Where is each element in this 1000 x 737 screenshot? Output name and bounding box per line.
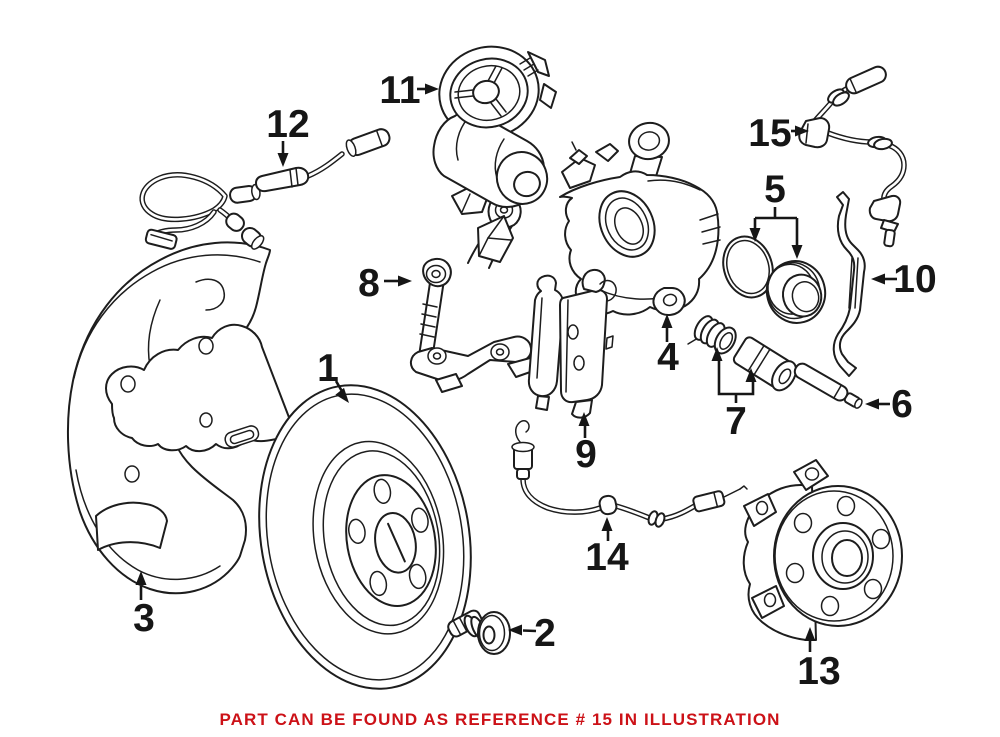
caliper-bracket-drawing [410, 185, 537, 393]
callout-label-5: 5 [764, 168, 786, 211]
callout-label-4: 4 [657, 336, 679, 379]
callout-label-9: 9 [575, 433, 597, 476]
callout-labels: 1 2 3 4 5 6 7 8 9 10 11 12 13 14 15 [133, 69, 937, 693]
reference-caption: PART CAN BE FOUND AS REFERENCE # 15 IN I… [219, 710, 780, 729]
parking-brake-actuator-drawing [432, 45, 557, 208]
wheel-hub-drawing [742, 459, 903, 641]
set-screw-drawing [447, 609, 511, 655]
callout-arrows [135, 83, 897, 652]
callout-label-10: 10 [893, 258, 936, 301]
parking-brake-cable-drawing [511, 420, 748, 528]
pad-wear-sensor-drawing [139, 128, 391, 250]
callout-label-1: 1 [317, 347, 339, 390]
brake-pads-drawing [527, 268, 617, 419]
callout-label-13: 13 [797, 650, 840, 693]
guide-bushings-drawing [687, 315, 798, 392]
callout-label-15: 15 [748, 112, 791, 155]
brake-disc-drawing [258, 384, 472, 690]
callout-label-2: 2 [534, 612, 556, 655]
callout-label-3: 3 [133, 597, 155, 640]
callout-label-12: 12 [266, 103, 309, 146]
piston-seal-kit-drawing [722, 235, 827, 324]
callout-label-14: 14 [585, 536, 629, 579]
guide-pin-drawing [793, 362, 863, 409]
callout-label-8: 8 [358, 262, 380, 305]
retaining-spring-drawing [832, 191, 866, 377]
callout-label-7: 7 [725, 400, 747, 443]
splash-shield-drawing [66, 241, 293, 595]
callout-label-6: 6 [891, 383, 913, 426]
callout-label-11: 11 [379, 69, 420, 112]
abs-sensor-drawing [798, 65, 907, 248]
